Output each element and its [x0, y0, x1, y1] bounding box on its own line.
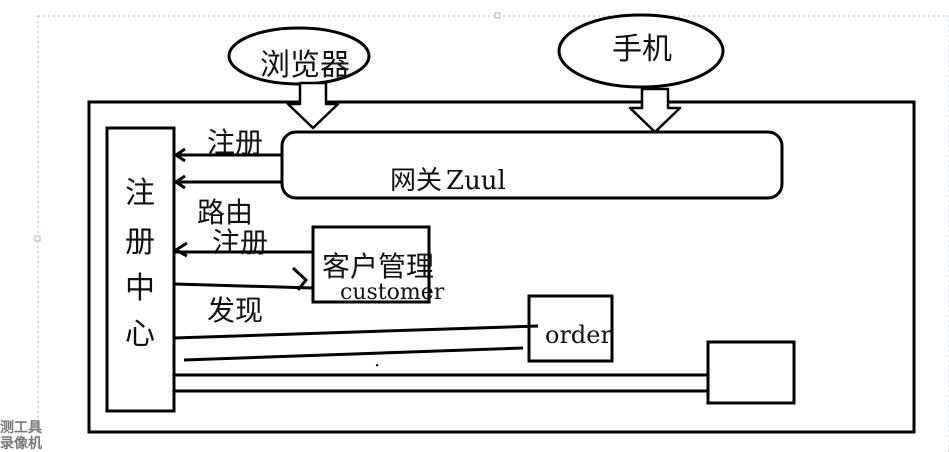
gateway-label: 网关 [390, 166, 442, 196]
order-label: order [545, 321, 612, 349]
registry-char-1: 注 [125, 176, 155, 211]
frame-handle-top [494, 12, 501, 19]
customer-en-label: customer [340, 280, 445, 305]
edge-label-discovery: 发现 [207, 294, 263, 327]
customer-service-box [311, 225, 431, 304]
phone-ellipse [557, 13, 725, 89]
frame-handle-left [34, 235, 41, 242]
registry-char-4: 心 [125, 317, 155, 352]
browser-down-arrow [286, 81, 340, 130]
watermark-line-1: 测工具 [0, 420, 42, 436]
unlabeled-service-box [706, 340, 796, 405]
watermark-line-2: 录像机 [0, 436, 42, 452]
registry-char-3: 中 [125, 271, 155, 306]
recorder-watermark: 测工具 录像机 [0, 420, 60, 452]
registry-char-2: 册 [125, 225, 155, 260]
order-service-box [527, 294, 614, 363]
system-container [87, 100, 916, 434]
customer-register-arrowhead [173, 241, 188, 258]
edge-label-register-mid: 注册 [212, 226, 268, 259]
gateway-box [280, 130, 784, 200]
registry-box [105, 126, 176, 413]
order-discovery-line [183, 346, 524, 362]
order-dot: · [374, 353, 380, 377]
phone-label: 手机 [612, 32, 672, 67]
phone-down-arrow [628, 87, 682, 134]
order-register-line [173, 324, 539, 340]
gateway-route-arrowhead [173, 174, 186, 190]
browser-label: 浏览器 [260, 48, 350, 83]
customer-discovery-arrowhead [291, 266, 309, 291]
customer-cn-label: 客户管理 [322, 250, 434, 283]
edge-label-routing: 路由 [197, 196, 253, 229]
customer-discovery-line [173, 282, 314, 290]
gateway-product: Zuul [446, 166, 506, 196]
gateway-register-arrowhead [173, 147, 186, 163]
